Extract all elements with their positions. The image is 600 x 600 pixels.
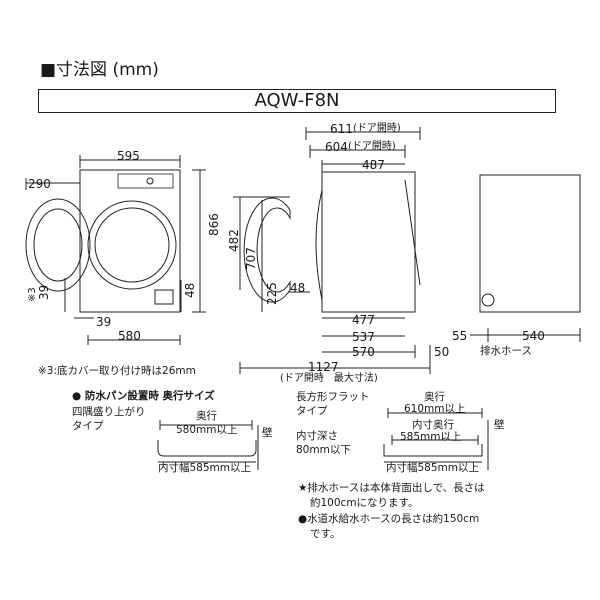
dim-611-note: (ドア開時) <box>353 123 401 134</box>
dim-537: 537 <box>352 330 375 344</box>
pan-left-wall: 壁 <box>262 427 273 439</box>
dim-611: 611 <box>330 122 353 136</box>
note-line-4: です。 <box>310 528 341 540</box>
dim-1127: 1127 <box>308 360 339 374</box>
pan-left-depth-value: 580mm以上 <box>176 424 238 436</box>
filter-cover <box>154 289 174 305</box>
dim-482: 482 <box>227 229 241 252</box>
dim-width: 595 <box>117 149 140 163</box>
note-line-2: 約100cmになります。 <box>310 497 419 509</box>
pan-right-inner-depth-label: 内寸奥行 <box>412 419 454 431</box>
footnote-bottom-cover: ※3:底カバー取り付け時は26mm <box>38 365 196 377</box>
dim-foot-offset: 39 <box>96 315 112 329</box>
pan-right-type-2: タイプ <box>296 405 328 417</box>
dim-base-width: 580 <box>118 329 141 343</box>
pan-right-inner-deep-label: 内寸深さ <box>296 430 338 442</box>
open-door-glass <box>33 208 83 282</box>
side-view-drawing <box>239 127 431 374</box>
pan-right-type-1: 長方形フラット <box>296 391 370 403</box>
max-dimension-note: (ドア開時 最大寸法) <box>280 373 378 384</box>
pan-right-inner-width: 内寸幅585mm以上 <box>386 462 479 474</box>
note-line-3: ●水道水給水ホースの長さは約150cm <box>298 513 480 525</box>
dim-48-side: 48 <box>290 281 306 295</box>
dim-height: 866 <box>207 213 221 236</box>
pan-left-depth-label: 奥行 <box>196 410 217 422</box>
pan-right-inner-deep-value: 80mm以下 <box>296 444 351 456</box>
dim-570: 570 <box>352 345 375 359</box>
back-cabinet <box>479 174 581 313</box>
drum-opening <box>87 200 177 290</box>
pan-right-depth-label: 奥行 <box>424 391 445 403</box>
open-door <box>25 198 91 292</box>
pan-left-type-1: 四隅盛り上がり <box>72 406 146 418</box>
page-title: ■寸法図 (mm) <box>40 60 159 80</box>
dim-55: 55 <box>452 329 468 343</box>
dim-225: 225 <box>265 282 279 305</box>
dim-bottom-gap: 39 <box>37 284 51 300</box>
dim-door-offset: 290 <box>28 177 51 191</box>
drain-hose-outlet-icon <box>481 293 495 307</box>
dim-604: 604 <box>325 140 348 154</box>
pan-right-depth-value: 610mm以上 <box>404 403 466 415</box>
back-view-drawing <box>470 174 581 342</box>
drum-inner <box>94 207 170 283</box>
dim-487: 487 <box>362 158 385 172</box>
drain-hose-label: 排水ホース <box>480 345 532 357</box>
side-cabinet <box>321 171 416 313</box>
model-box: AQW-F8N <box>38 89 556 113</box>
control-panel <box>117 173 174 189</box>
pan-right-drawing <box>383 408 489 470</box>
door-profile-drawing <box>233 196 310 312</box>
control-dial-icon <box>146 177 154 185</box>
pan-left-inner-width: 内寸幅585mm以上 <box>158 462 251 474</box>
pan-left-type-2: タイプ <box>72 420 104 432</box>
pan-left-drawing <box>157 420 259 470</box>
dim-540: 540 <box>522 329 545 343</box>
dim-50: 50 <box>434 345 450 359</box>
dim-707: 707 <box>244 247 258 270</box>
front-view-drawing <box>25 155 206 345</box>
pan-section-title: ● 防水パン設置時 奥行サイズ <box>72 390 215 402</box>
dim-477: 477 <box>352 313 375 327</box>
model-name: AQW-F8N <box>254 90 340 111</box>
note-line-1: ★排水ホースは本体背面出しで、長さは <box>298 482 485 494</box>
pan-right-wall: 壁 <box>494 419 505 431</box>
pan-right-inner-depth-value: 585mm以上 <box>400 431 462 443</box>
dim-604-note: (ドア開時) <box>348 141 396 152</box>
dim-foot-height: 48 <box>183 282 197 298</box>
